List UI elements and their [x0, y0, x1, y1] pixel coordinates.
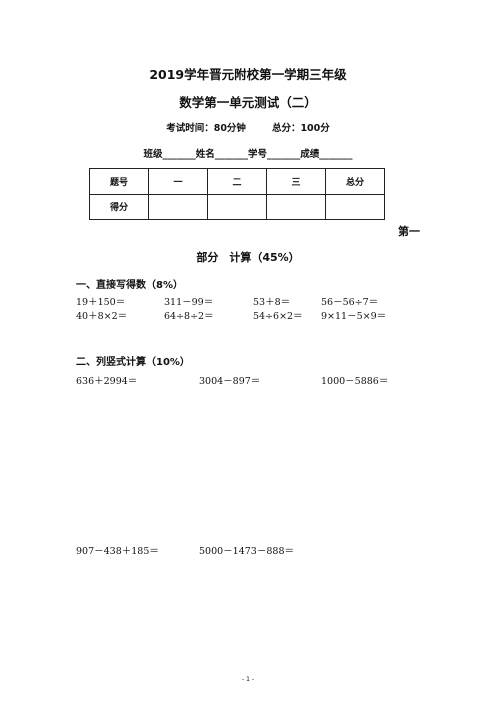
problem: 19＋150＝	[76, 297, 126, 308]
score-table-header: 总分	[325, 168, 385, 195]
section2-title: 二、列竖式计算（10%）	[76, 357, 190, 368]
score-table-header: 一	[148, 168, 208, 195]
score-table-score-row: 得分	[89, 193, 385, 220]
problem: 64÷8÷2＝	[164, 311, 214, 322]
score-cell[interactable]	[148, 193, 208, 220]
page-number: - 1 -	[242, 676, 254, 683]
problem: 40＋8×2＝	[76, 311, 128, 322]
problem: 636＋2994＝	[76, 376, 138, 387]
exam-title-line2: 数学第一单元测试（二）	[179, 95, 317, 110]
problem: 53＋8＝	[253, 297, 291, 308]
part1-title: 部分 计算（45%）	[196, 251, 300, 264]
part1-title-tail: 第一	[398, 225, 420, 238]
exam-info: 考试时间：80分钟 总分：100分	[0, 120, 496, 134]
problem: 907－438＋185＝	[76, 546, 159, 557]
score-cell[interactable]	[207, 193, 267, 220]
score-table-header: 二	[207, 168, 267, 195]
score-cell[interactable]	[325, 193, 385, 220]
score-cell[interactable]	[266, 193, 326, 220]
problem: 9×11－5×9＝	[321, 311, 387, 322]
score-row-label: 得分	[89, 193, 149, 220]
problem: 54÷6×2＝	[253, 311, 303, 322]
exam-time: 考试时间：80分钟	[166, 123, 246, 134]
exam-title-line1: 2019学年晋元附校第一学期三年级	[149, 67, 347, 82]
problem: 56－56÷7＝	[321, 297, 379, 308]
problem: 311－99＝	[164, 297, 214, 308]
problem: 5000－1473－888＝	[199, 546, 294, 557]
score-table-header-row: 题号 一 二 三 总分	[89, 168, 385, 195]
problem: 3004－897＝	[199, 376, 261, 387]
problem: 1000－5886＝	[321, 376, 389, 387]
score-table: 题号 一 二 三 总分 得分	[89, 168, 385, 220]
score-table-header: 题号	[89, 168, 149, 195]
student-info-line: 班级_______姓名_______学号_______成绩_______	[143, 149, 353, 160]
total-score: 总分：100分	[271, 123, 330, 134]
section1-title: 一、直接写得数（8%）	[76, 280, 183, 291]
score-table-header: 三	[266, 168, 326, 195]
